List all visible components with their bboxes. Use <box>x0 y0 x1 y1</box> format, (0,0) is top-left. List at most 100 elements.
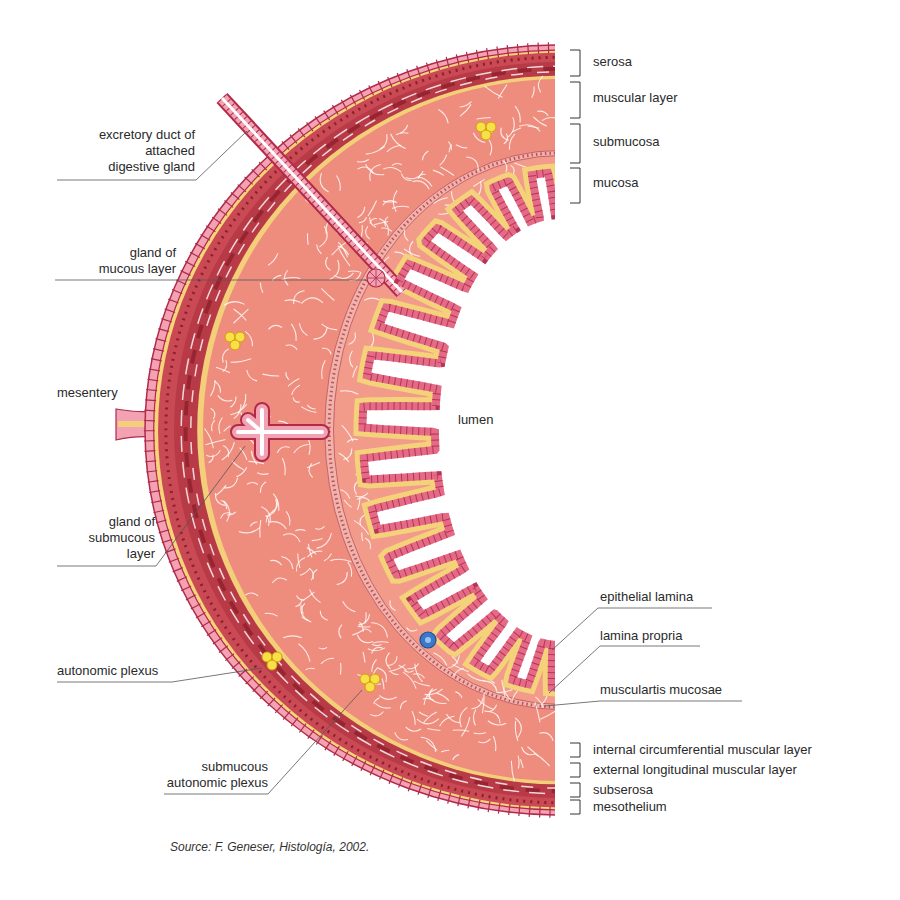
fibre <box>424 689 437 705</box>
fibre <box>284 270 288 285</box>
leader-line <box>164 690 362 794</box>
fibre <box>286 372 289 379</box>
fibre <box>382 678 384 689</box>
fibre <box>277 447 289 453</box>
fibre <box>299 323 307 335</box>
fibre <box>453 755 459 760</box>
fibre <box>273 494 279 511</box>
fibre <box>234 404 241 418</box>
fibre <box>307 463 320 468</box>
fibre <box>385 217 388 227</box>
fibre <box>455 692 462 698</box>
fibre <box>205 439 225 444</box>
fibre <box>310 590 321 603</box>
fibre <box>366 226 370 239</box>
wall-layer <box>154 50 555 810</box>
fibre <box>294 444 309 452</box>
fibre <box>511 165 515 174</box>
fibre <box>391 134 406 149</box>
fibre <box>224 426 231 432</box>
fibre <box>542 117 555 120</box>
fibre <box>396 133 408 135</box>
plexus-cell <box>365 682 375 692</box>
fibre <box>223 501 229 522</box>
fibre <box>335 273 354 279</box>
fibre <box>535 697 543 708</box>
fibre <box>493 736 496 751</box>
fibre <box>372 644 382 645</box>
fibre <box>540 711 555 719</box>
fibre <box>426 740 437 750</box>
fibre <box>395 732 408 740</box>
plexus-cell <box>267 660 277 670</box>
fibre <box>441 750 449 752</box>
fibre <box>474 732 486 733</box>
fibre <box>266 511 274 522</box>
fibre <box>421 737 436 752</box>
fibre <box>223 360 227 371</box>
layer-texture <box>181 66 555 794</box>
fibre <box>306 668 315 669</box>
fibre <box>296 595 304 599</box>
fibre <box>240 448 247 460</box>
fibre <box>222 442 234 460</box>
fibre <box>352 630 363 635</box>
fibre <box>358 167 374 173</box>
part-label: internal circumferential muscular layer <box>593 742 812 758</box>
fibre <box>319 647 327 648</box>
fibre <box>427 729 440 731</box>
fibre <box>353 366 358 378</box>
fibre <box>533 117 546 126</box>
fibre <box>357 207 364 218</box>
bracket <box>570 168 580 203</box>
fibre <box>332 241 348 255</box>
fibre <box>272 578 287 583</box>
fibre <box>391 671 399 674</box>
fibre <box>307 551 322 557</box>
layer-texture <box>334 156 556 705</box>
fibre <box>515 721 518 741</box>
fibre <box>392 206 409 208</box>
leader-line <box>55 280 366 281</box>
fibre <box>230 396 236 407</box>
part-label: mesothelium <box>593 799 667 815</box>
leader-line <box>57 446 245 566</box>
bracket <box>570 783 580 797</box>
wall-layer <box>174 62 555 798</box>
fibre <box>379 695 396 699</box>
layer-texture <box>325 150 555 709</box>
bracket <box>570 743 580 757</box>
layer-texture <box>186 69 555 791</box>
fibre <box>363 652 365 663</box>
fibre <box>381 228 391 232</box>
fibre <box>281 556 293 568</box>
fibre <box>387 145 402 152</box>
fibre <box>359 217 367 222</box>
submucous-gland <box>238 410 322 454</box>
fibre <box>488 721 506 725</box>
fibre <box>238 394 246 413</box>
mucous-gland-detail <box>368 270 384 286</box>
fibre <box>403 672 416 689</box>
wall-layer <box>325 150 555 709</box>
bracket <box>570 124 580 163</box>
fibre <box>374 698 380 704</box>
fibre <box>460 707 467 727</box>
fibre <box>307 405 315 409</box>
fibre <box>282 458 285 475</box>
fibre <box>360 515 365 525</box>
fibre <box>364 298 380 300</box>
layer-texture <box>145 45 555 815</box>
fibre <box>340 663 342 674</box>
fibre <box>456 145 467 148</box>
bracket <box>570 50 580 76</box>
fibre <box>322 360 326 379</box>
fibre <box>321 324 337 330</box>
layer-texture <box>149 48 555 813</box>
fibre <box>412 711 415 725</box>
fibre <box>312 539 323 541</box>
fibre <box>453 730 469 731</box>
fibre <box>390 600 396 610</box>
fibre <box>309 568 313 580</box>
